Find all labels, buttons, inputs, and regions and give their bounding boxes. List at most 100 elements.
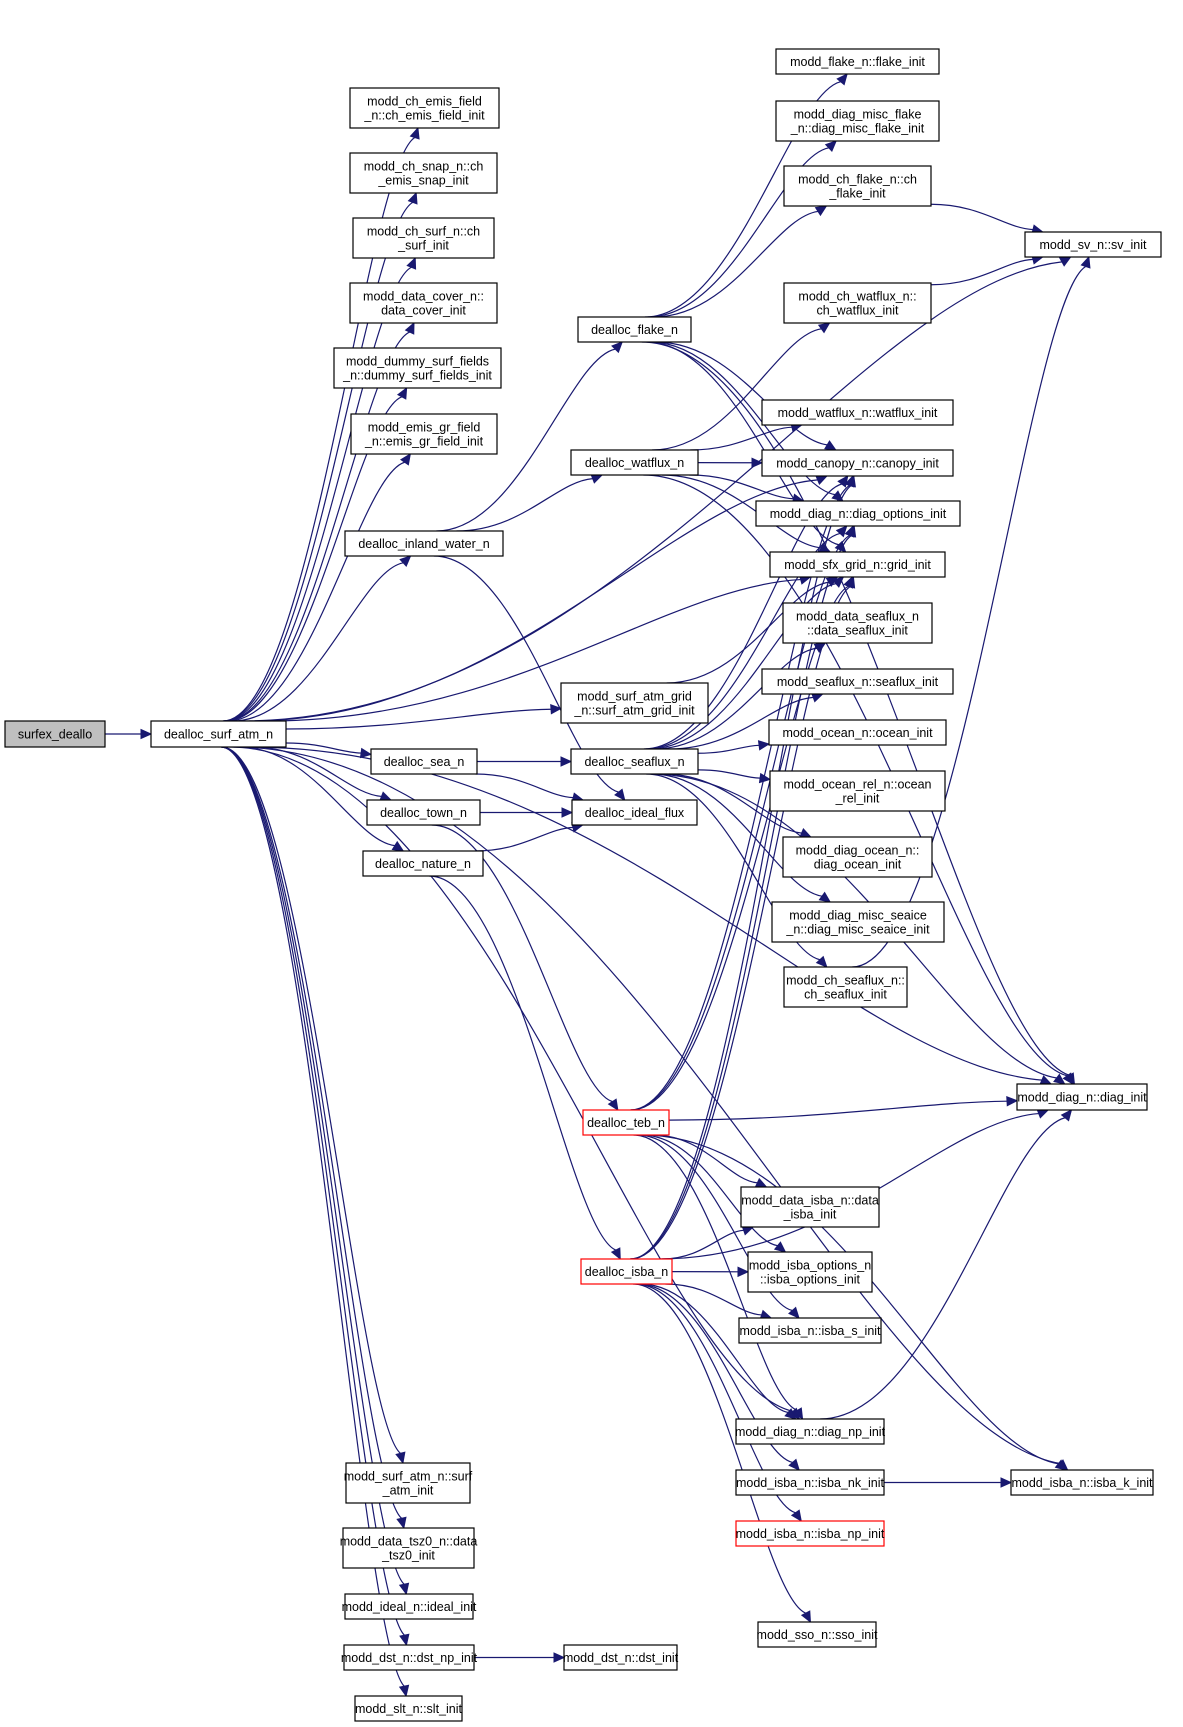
- edge-line: [630, 484, 850, 1111]
- node-ideal-init[interactable]: modd_ideal_n::ideal_init: [342, 1593, 477, 1620]
- node-label: dealloc_seaflux_n: [584, 755, 684, 769]
- edge-line: [689, 474, 794, 500]
- edge-line: [697, 744, 760, 754]
- node-box: [362, 850, 484, 877]
- edge-line: [641, 341, 1070, 1076]
- edge-dealloc_isba_n-to-isba_nk: [637, 1283, 800, 1471]
- node-label: _flake_init: [828, 187, 886, 201]
- node-isba-s[interactable]: modd_isba_n::isba_s_init: [738, 1317, 882, 1344]
- node-diag-ocean[interactable]: modd_diag_ocean_n::diag_ocean_init: [782, 836, 933, 878]
- node-watflux-init[interactable]: modd_watflux_n::watflux_init: [761, 399, 954, 426]
- edge-dealloc_surf_atm_n-to-dealloc_inland_water_n: [232, 555, 412, 722]
- node-data-tsz0[interactable]: modd_data_tsz0_n::data_tsz0_init: [340, 1527, 478, 1569]
- node-box: [4, 720, 106, 748]
- node-diag-misc-seaice[interactable]: modd_diag_misc_seaice_n::diag_misc_seaic…: [771, 901, 945, 943]
- node-box: [333, 347, 502, 389]
- node-data-cover[interactable]: modd_data_cover_n::data_cover_init: [349, 282, 498, 324]
- node-box: [738, 1317, 882, 1344]
- node-ocean-init[interactable]: modd_ocean_n::ocean_init: [768, 719, 947, 746]
- node-dealloc-teb-n[interactable]: dealloc_teb_n: [582, 1109, 670, 1136]
- node-box: [755, 500, 961, 527]
- edge-dealloc_surf_atm_n-to-surf_atm_init: [221, 746, 406, 1465]
- node-dealloc-seaflux-n[interactable]: dealloc_seaflux_n: [570, 748, 699, 775]
- node-data-seaflux[interactable]: modd_data_seaflux_n::data_seaflux_init: [782, 602, 933, 644]
- node-dealloc-inland-water-n[interactable]: dealloc_inland_water_n: [344, 530, 504, 557]
- node-sv-init[interactable]: modd_sv_n::sv_init: [1024, 231, 1162, 258]
- node-emis-gr[interactable]: modd_emis_gr_field_n::emis_gr_field_init: [350, 413, 498, 455]
- node-label: dealloc_nature_n: [375, 857, 471, 871]
- node-dealloc-watflux-n[interactable]: dealloc_watflux_n: [570, 449, 699, 476]
- node-dealloc-isba-n[interactable]: dealloc_isba_n: [580, 1258, 673, 1285]
- arrowhead-icon: [140, 728, 153, 740]
- arrowhead-icon: [396, 386, 408, 400]
- node-ch-seaflux[interactable]: modd_ch_seaflux_n::ch_seaflux_init: [783, 966, 908, 1008]
- node-diag-np[interactable]: modd_diag_n::diag_np_init: [735, 1418, 886, 1445]
- node-diag-init[interactable]: modd_diag_n::diag_init: [1016, 1083, 1148, 1111]
- edge-line: [653, 1134, 758, 1184]
- node-label: modd_diag_ocean_n::: [796, 844, 920, 858]
- node-ch-flake[interactable]: modd_ch_flake_n::ch_flake_init: [783, 165, 932, 207]
- node-dealloc-ideal-flux[interactable]: dealloc_ideal_flux: [571, 799, 698, 826]
- node-ch-watflux[interactable]: modd_ch_watflux_n::ch_watflux_init: [783, 282, 932, 324]
- arrowhead-icon: [610, 1247, 621, 1261]
- node-label: modd_ocean_n::ocean_init: [782, 726, 933, 740]
- node-label: modd_canopy_n::canopy_init: [776, 457, 939, 471]
- edge-line: [633, 1283, 807, 1614]
- arrowhead-icon: [409, 126, 420, 140]
- arrowhead-icon: [845, 575, 856, 589]
- node-dealloc-surf-atm-n[interactable]: dealloc_surf_atm_n: [150, 720, 287, 748]
- node-label: modd_ch_seaflux_n::: [786, 974, 905, 988]
- node-label: modd_diag_misc_flake: [794, 108, 922, 122]
- node-box: [150, 720, 287, 748]
- node-surf-atm-grid[interactable]: modd_surf_atm_grid_n::surf_atm_grid_init: [560, 682, 709, 724]
- node-dealloc-sea-n[interactable]: dealloc_sea_n: [370, 748, 478, 775]
- edges-layer: [105, 73, 1091, 1698]
- node-dst-np[interactable]: modd_dst_n::dst_np_init: [341, 1644, 478, 1671]
- edge-line: [646, 341, 839, 546]
- node-surfex-deallo[interactable]: surfex_deallo: [4, 720, 106, 748]
- node-label: modd_dst_n::dst_init: [563, 1651, 679, 1665]
- node-ch-emis-field[interactable]: modd_ch_emis_field_n::ch_emis_field_init: [349, 87, 500, 129]
- node-dealloc-nature-n[interactable]: dealloc_nature_n: [362, 850, 484, 877]
- node-label: modd_ch_flake_n::ch: [798, 173, 917, 187]
- node-dst-init[interactable]: modd_dst_n::dst_init: [563, 1644, 679, 1671]
- node-dummy-surf[interactable]: modd_dummy_surf_fields_n::dummy_surf_fie…: [333, 347, 502, 389]
- node-label: dealloc_teb_n: [587, 1116, 665, 1130]
- node-sso-init[interactable]: modd_sso_n::sso_init: [757, 1621, 878, 1648]
- node-dealloc-flake-n[interactable]: dealloc_flake_n: [577, 316, 692, 343]
- node-box: [783, 165, 932, 207]
- node-isba-nk[interactable]: modd_isba_n::isba_nk_init: [735, 1469, 885, 1496]
- node-label: dealloc_ideal_flux: [585, 806, 685, 820]
- node-ch-snap[interactable]: modd_ch_snap_n::ch_emis_snap_init: [349, 152, 498, 194]
- node-label: _atm_init: [382, 1484, 434, 1498]
- node-data-isba[interactable]: modd_data_isba_n::data_isba_init: [740, 1186, 880, 1228]
- node-slt-init[interactable]: modd_slt_n::slt_init: [354, 1695, 463, 1722]
- node-seaflux-init[interactable]: modd_seaflux_n::seaflux_init: [761, 668, 954, 695]
- node-label: diag_ocean_init: [814, 858, 902, 872]
- node-label: _surf_init: [397, 239, 449, 253]
- node-box: [580, 1258, 673, 1285]
- node-box: [350, 413, 498, 455]
- node-diag-misc-flake[interactable]: modd_diag_misc_flake_n::diag_misc_flake_…: [775, 100, 940, 142]
- node-isba-options[interactable]: modd_isba_options_n::isba_options_init: [747, 1251, 873, 1293]
- node-ocean-rel[interactable]: modd_ocean_rel_n::ocean_rel_init: [769, 770, 946, 812]
- node-surf-atm-init[interactable]: modd_surf_atm_n::surf_atm_init: [344, 1462, 473, 1504]
- arrowhead-icon: [400, 452, 411, 466]
- node-flake-init[interactable]: modd_flake_n::flake_init: [775, 48, 940, 75]
- node-canopy-init[interactable]: modd_canopy_n::canopy_init: [761, 449, 954, 477]
- edge-dealloc_surf_atm_n-to-data_tsz0: [221, 746, 407, 1530]
- node-grid-init[interactable]: modd_sfx_grid_n::grid_init: [769, 551, 946, 578]
- node-box: [349, 282, 498, 324]
- node-dealloc-town-n[interactable]: dealloc_town_n: [366, 799, 481, 826]
- node-ch-surf[interactable]: modd_ch_surf_n::ch_surf_init: [352, 217, 495, 259]
- arrowhead-icon: [788, 1306, 800, 1319]
- node-isba-np[interactable]: modd_isba_n::isba_np_init: [735, 1520, 885, 1547]
- edge-line: [668, 1100, 1008, 1121]
- arrowhead-icon: [788, 1458, 800, 1471]
- arrowhead-icon: [1062, 1072, 1074, 1085]
- node-isba-k[interactable]: modd_isba_n::isba_k_init: [1010, 1469, 1154, 1496]
- node-diag-options[interactable]: modd_diag_n::diag_options_init: [755, 500, 961, 527]
- node-label: modd_sv_n::sv_init: [1039, 238, 1147, 252]
- edge-dealloc_watflux_n-to-diag_options: [689, 474, 805, 504]
- arrowhead-icon: [799, 828, 812, 838]
